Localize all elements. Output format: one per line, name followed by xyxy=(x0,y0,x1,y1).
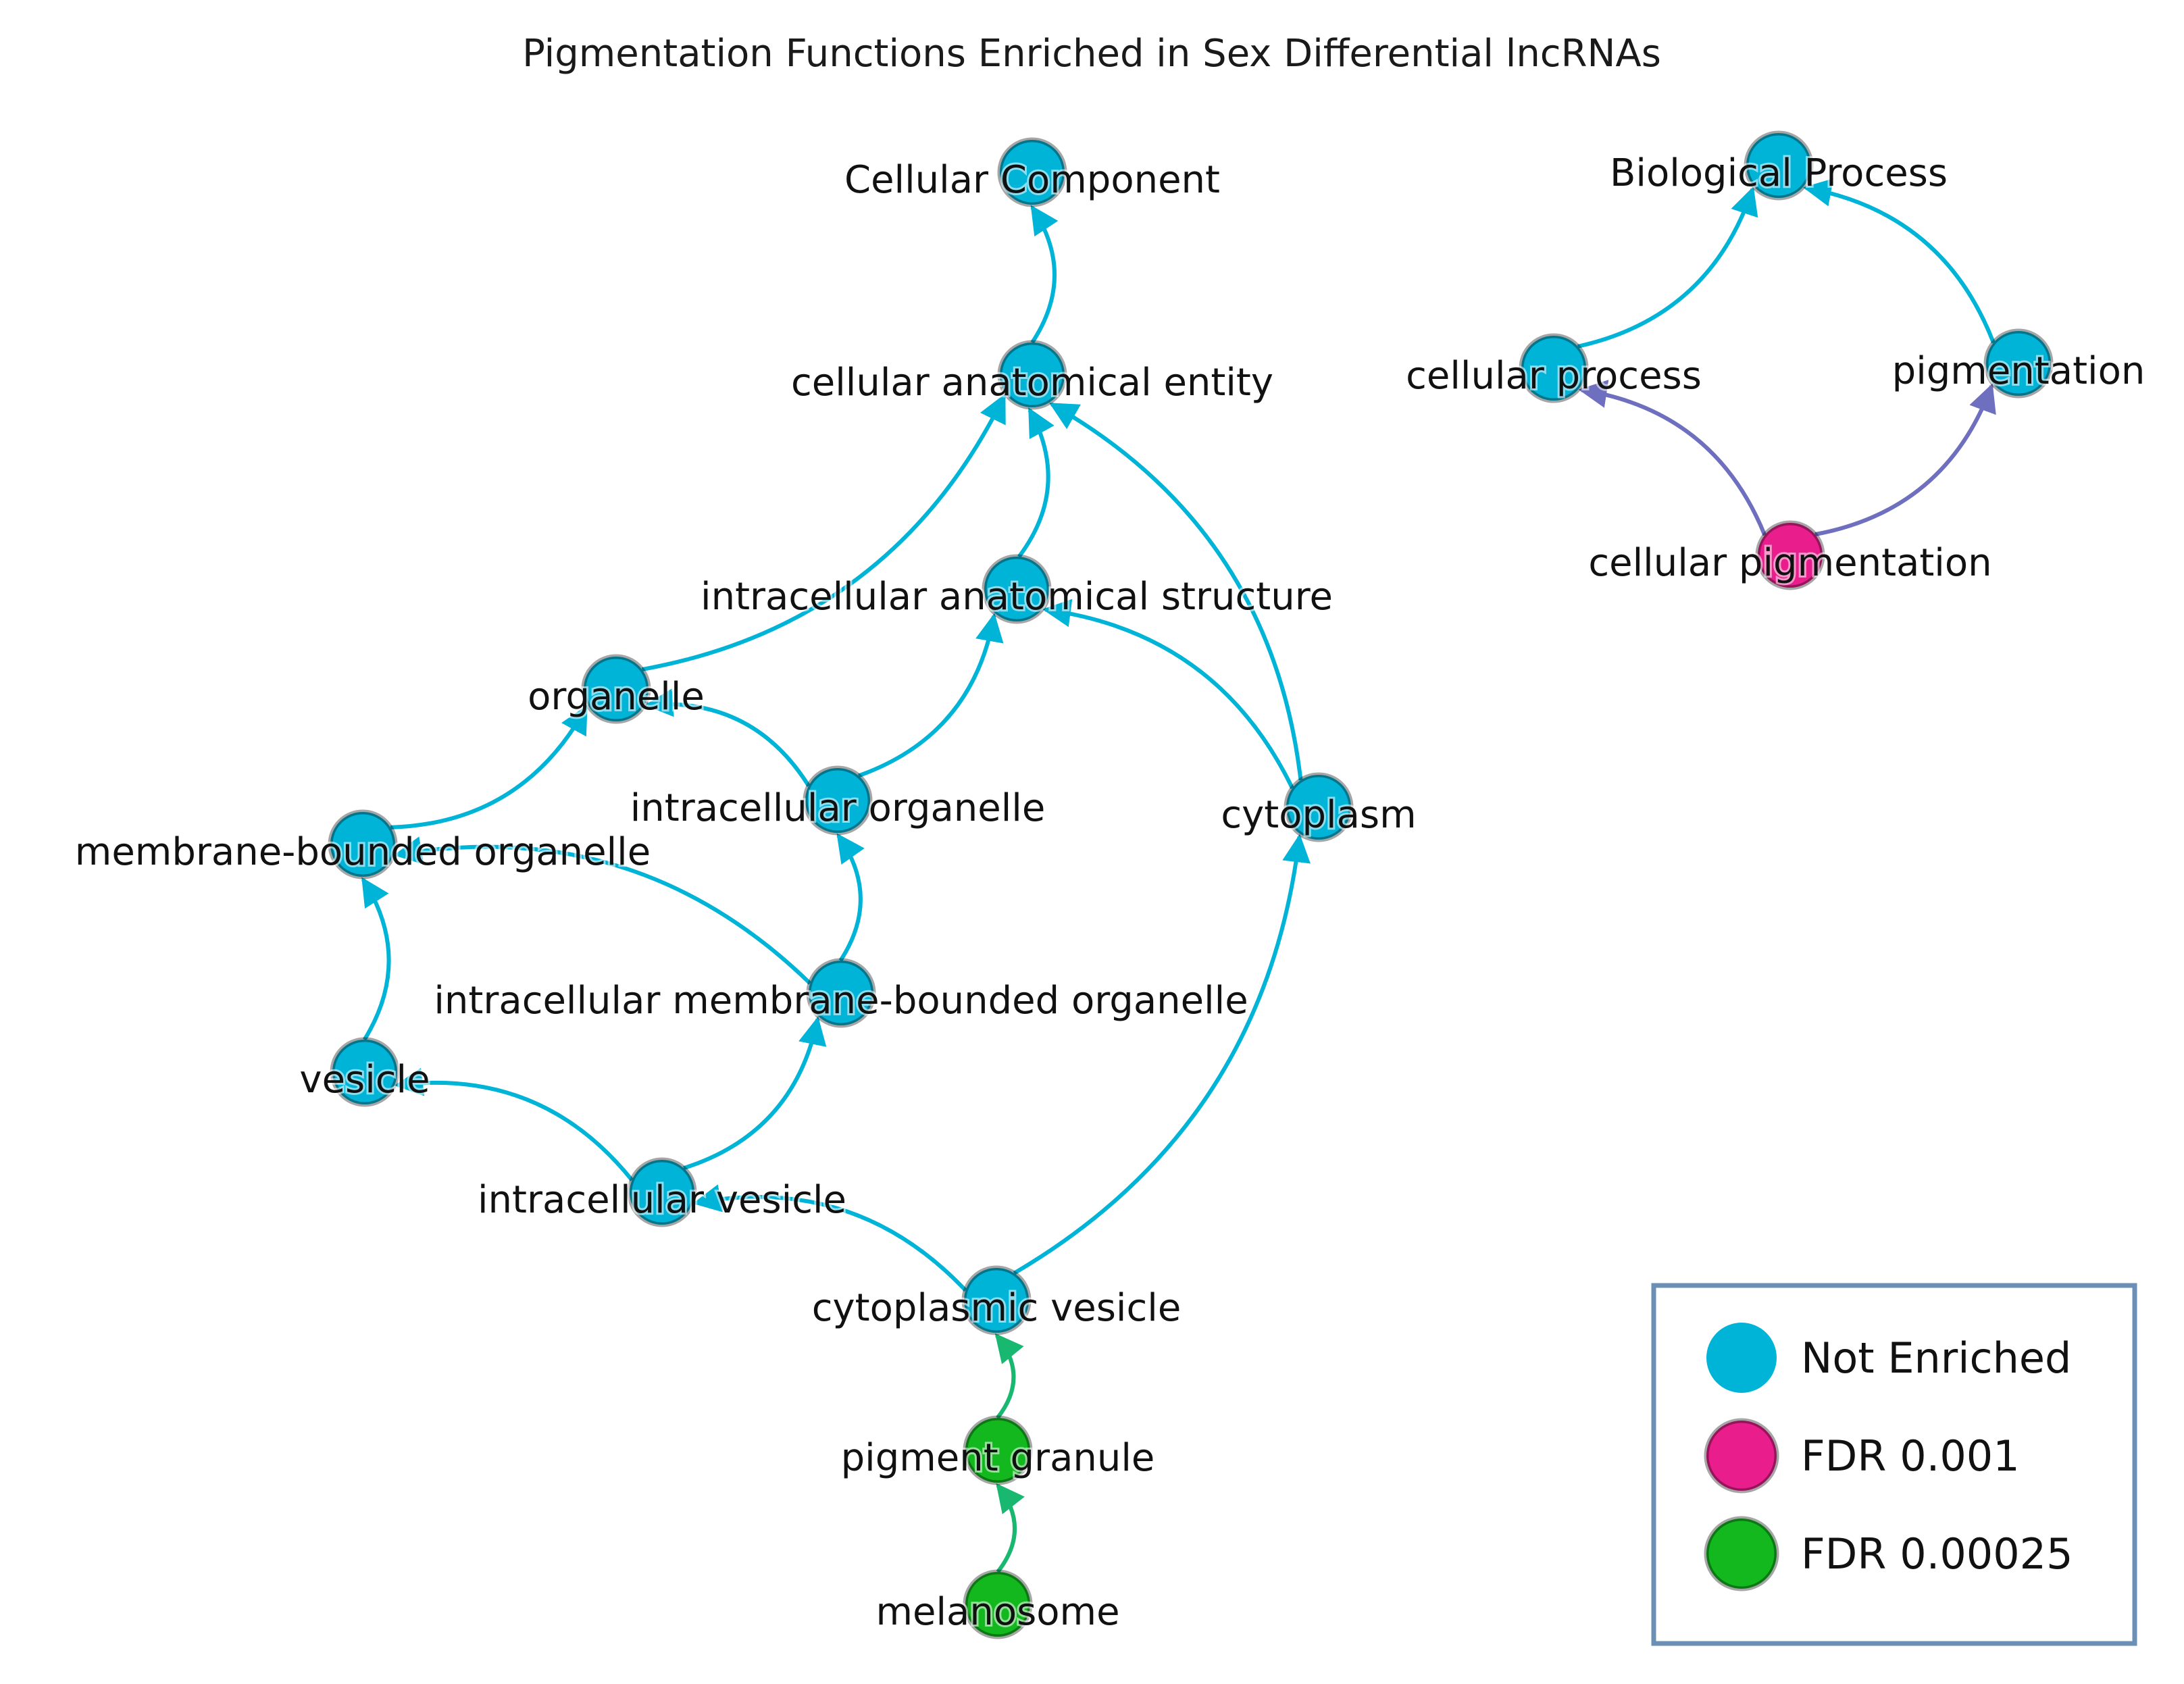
edge-iv-to-ves xyxy=(395,1067,634,1181)
node-cae[interactable] xyxy=(997,340,1067,410)
legend-label-not_enriched: Not Enriched xyxy=(1801,1333,2071,1383)
node-ias[interactable] xyxy=(982,554,1052,624)
legend-label-fdr_0_00025: FDR 0.00025 xyxy=(1801,1529,2073,1579)
edge-cp-to-bp xyxy=(1577,186,1758,349)
legend-swatch-not_enriched xyxy=(1706,1323,1777,1393)
edge-pig-to-bp xyxy=(1802,178,1996,344)
edge-imbo-to-io xyxy=(836,833,865,962)
node-pig[interactable] xyxy=(1983,328,2054,399)
node-label-bp: Biological Process xyxy=(1610,151,1948,195)
node-cc[interactable] xyxy=(997,137,1067,207)
edge-io-to-org xyxy=(644,688,811,788)
edge-cpig-to-cp xyxy=(1578,380,1767,536)
legend-label-fdr_0_001: FDR 0.001 xyxy=(1801,1431,2020,1481)
edge-ves-to-mbo xyxy=(361,877,391,1041)
edge-org-to-cae xyxy=(641,393,1007,672)
node-cv[interactable] xyxy=(961,1265,1032,1335)
node-org[interactable] xyxy=(581,654,651,724)
legend-swatch-fdr_0_001 xyxy=(1704,1418,1779,1494)
label-layer: Cellular Component cellular anatomical en… xyxy=(73,149,2148,1636)
node-mbo[interactable] xyxy=(328,809,398,879)
edge-cv-to-cyto xyxy=(1013,834,1311,1275)
node-label-iv: intracellular vesicle xyxy=(478,1178,846,1222)
edge-cae-to-cc xyxy=(1030,205,1059,344)
node-label-cyto: cytoplasm xyxy=(1221,793,1416,837)
edge-imbo-to-mbo xyxy=(393,836,812,985)
node-bp[interactable] xyxy=(1744,130,1814,201)
edge-pg-to-cv xyxy=(994,1333,1024,1419)
edge-cpig-to-pig xyxy=(1814,383,1996,537)
edge-io-to-ias xyxy=(858,613,1004,778)
node-ves[interactable] xyxy=(330,1037,400,1107)
node-label-org: organelle xyxy=(528,675,705,719)
node-label-cp: cellular process xyxy=(1406,354,1702,398)
node-label-pg: pigment granule xyxy=(841,1436,1155,1480)
legend-swatch-fdr_0_00025 xyxy=(1704,1516,1779,1591)
edge-ias-to-cae xyxy=(1017,407,1055,558)
node-label-io: intracellular organelle xyxy=(630,786,1046,830)
node-label-cae: cellular anatomical entity xyxy=(791,361,1273,405)
node-label-ves: vesicle xyxy=(299,1058,430,1102)
node-cyto[interactable] xyxy=(1284,772,1354,842)
edge-iv-to-imbo xyxy=(683,1016,827,1171)
edge-cyto-to-ias xyxy=(1042,598,1294,790)
node-label-cpig: cellular pigmentation xyxy=(1588,541,1991,585)
node-label-mel: melanosome xyxy=(875,1590,1119,1634)
node-label-cv: cytoplasmic vesicle xyxy=(812,1286,1182,1330)
edge-cyto-to-cae xyxy=(1049,402,1303,781)
node-label-cc: Cellular Component xyxy=(844,158,1220,202)
node-label-pig: pigmentation xyxy=(1892,349,2145,393)
node-imbo[interactable] xyxy=(806,958,876,1028)
edge-layer xyxy=(361,178,1996,1573)
edge-mel-to-pg xyxy=(996,1483,1025,1573)
node-label-ias: intracellular anatomical structure xyxy=(701,575,1333,619)
edge-cv-to-iv xyxy=(692,1184,967,1292)
node-pg[interactable] xyxy=(963,1415,1033,1485)
diagram-title: Pigmentation Functions Enriched in Sex D… xyxy=(522,32,1661,76)
node-mel[interactable] xyxy=(963,1569,1033,1639)
node-cpig[interactable] xyxy=(1755,520,1825,590)
node-cp[interactable] xyxy=(1519,333,1589,403)
node-label-imbo: intracellular membrane-bounded organelle xyxy=(434,979,1248,1023)
node-label-mbo: membrane-bounded organelle xyxy=(75,830,651,874)
node-io[interactable] xyxy=(803,765,873,836)
edge-mbo-to-org xyxy=(390,705,588,830)
node-iv[interactable] xyxy=(627,1157,697,1227)
node-layer xyxy=(328,130,2054,1639)
